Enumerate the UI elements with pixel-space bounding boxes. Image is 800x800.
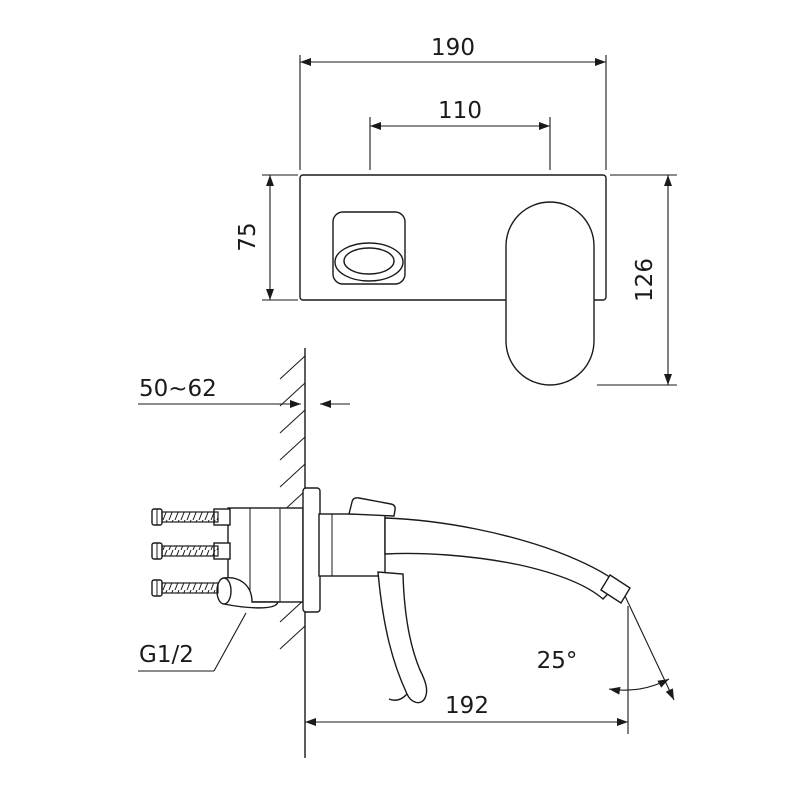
screw-middle (151, 542, 219, 560)
wall-hatching (279, 355, 306, 650)
wall-plate-side (302, 487, 321, 613)
angle-arc (608, 678, 670, 695)
dim-spout-reach-label: 192 (445, 693, 489, 719)
dimension-spout-to-handle: 110 (369, 98, 551, 170)
dim-overall-width-label: 190 (431, 35, 475, 61)
dimension-plate-height: 75 (235, 174, 298, 301)
inlet-thread-label: G1/2 (139, 642, 194, 668)
spout (384, 517, 620, 600)
dim-plate-height-label: 75 (235, 222, 261, 251)
dimension-flow-angle: 25° (537, 595, 675, 701)
dim-spout-to-handle-label: 110 (438, 98, 482, 124)
side-view: 50~62 G1/2 192 25° (138, 348, 675, 758)
faucet-body-side (318, 497, 631, 704)
thread-callout: G1/2 (138, 612, 247, 672)
screw-bottom (151, 579, 219, 597)
mounting-screws (151, 508, 219, 597)
dim-wall-embed-depth-label: 50~62 (139, 376, 217, 402)
body-top-cap (348, 497, 396, 517)
lever-handle (377, 571, 428, 704)
front-view: 190 110 75 126 (235, 35, 677, 386)
water-stream-line (624, 595, 675, 701)
spout-body (318, 513, 386, 577)
dimension-overall-height: 126 (597, 174, 677, 386)
handle-front (505, 201, 595, 386)
screw-top (151, 508, 219, 526)
dimension-wall-embed-depth: 50~62 (138, 376, 350, 408)
lever-tip-curl (388, 693, 408, 701)
spout-outlet-rim (334, 242, 404, 282)
leader-line (213, 612, 247, 672)
dim-overall-height-label: 126 (632, 258, 658, 302)
dimension-overall-width: 190 (299, 35, 607, 170)
inlet-elbow (216, 577, 279, 609)
dim-flow-angle-label: 25° (537, 648, 578, 674)
dimension-spout-reach: 192 (305, 606, 629, 734)
spout-outlet-opening (343, 247, 395, 275)
aerator-tip (600, 574, 631, 604)
